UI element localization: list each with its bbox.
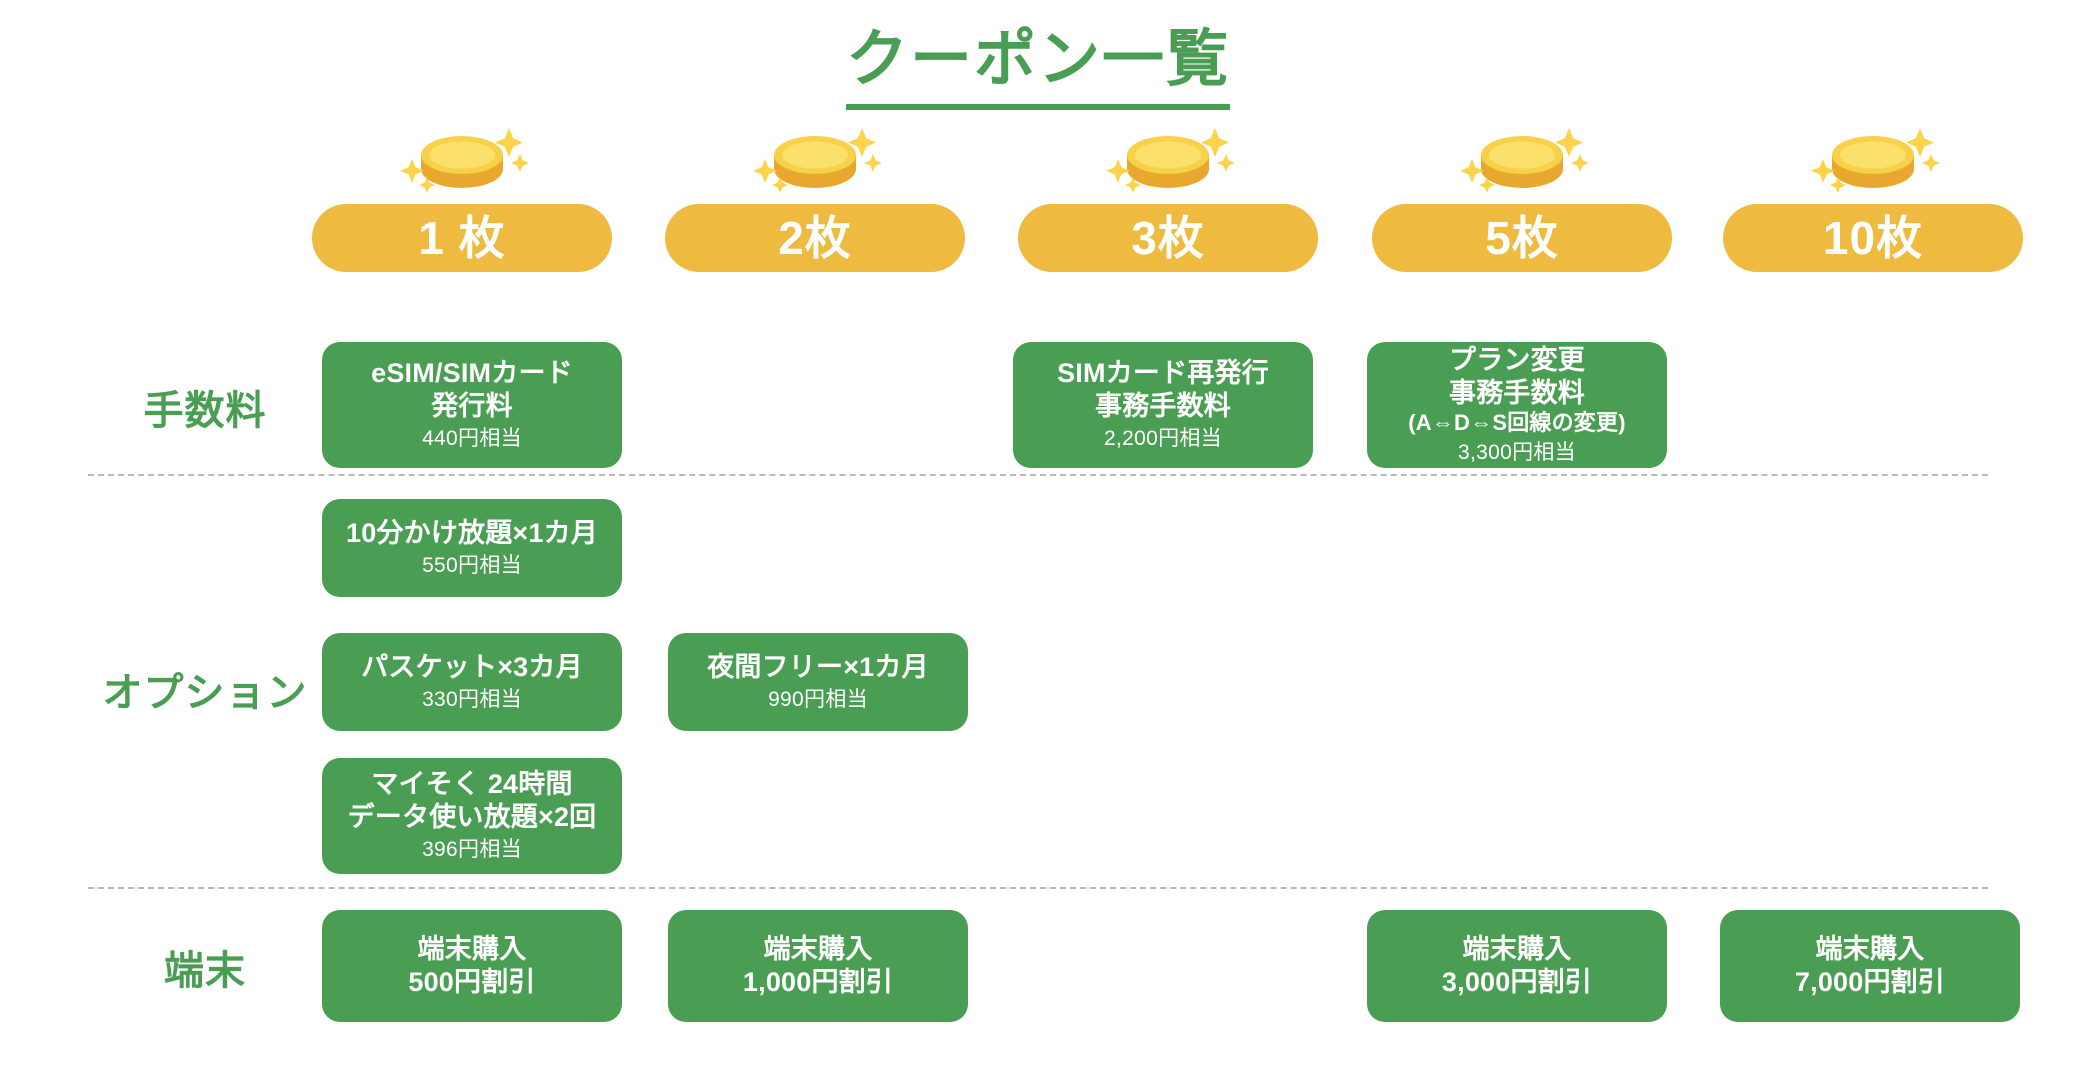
card-line: マイそく 24時間 bbox=[371, 769, 573, 800]
card-line: 事務手数料 bbox=[1095, 391, 1231, 422]
column-pill-1[interactable]: 1 枚 bbox=[312, 204, 612, 272]
card-note: 330円相当 bbox=[422, 687, 522, 711]
card-line: 端末購入 bbox=[417, 934, 527, 965]
card-line: 事務手数料 bbox=[1449, 377, 1585, 408]
card-option-1a[interactable]: 10分かけ放題×1カ月 550円相当 bbox=[322, 499, 622, 597]
card-line: 夜間フリー×1カ月 bbox=[707, 651, 929, 682]
card-line: パスケット×3カ月 bbox=[361, 651, 583, 682]
card-line: 端末購入 bbox=[1815, 934, 1925, 965]
card-note: 3,300円相当 bbox=[1458, 440, 1576, 464]
card-option-1b[interactable]: パスケット×3カ月 330円相当 bbox=[322, 633, 622, 731]
card-fee-1[interactable]: eSIM/SIMカード 発行料 440円相当 bbox=[322, 342, 622, 468]
card-line: プラン変更 bbox=[1449, 345, 1585, 376]
row-label-fee: 手数料 bbox=[143, 389, 267, 433]
card-note: 440円相当 bbox=[422, 427, 522, 451]
card-line: (A⇔D⇔S回線の変更) bbox=[1408, 409, 1626, 435]
gold-coin-icon bbox=[665, 122, 965, 198]
card-line: 端末購入 bbox=[763, 934, 873, 965]
card-device-10[interactable]: 端末購入 7,000円割引 bbox=[1720, 910, 2020, 1022]
row-label-device: 端末 bbox=[164, 949, 246, 993]
card-line: 10分かけ放題×1カ月 bbox=[345, 517, 598, 548]
card-line: 発行料 bbox=[431, 391, 513, 422]
card-note: 2,200円相当 bbox=[1104, 427, 1222, 451]
card-fee-5[interactable]: プラン変更 事務手数料 (A⇔D⇔S回線の変更) 3,300円相当 bbox=[1367, 342, 1667, 468]
card-line: 端末購入 bbox=[1462, 934, 1572, 965]
card-note: 550円相当 bbox=[422, 553, 522, 577]
page-title: クーポン一覧 bbox=[845, 25, 1230, 111]
card-line: 3,000円割引 bbox=[1441, 967, 1593, 997]
card-fee-3[interactable]: SIMカード再発行 事務手数料 2,200円相当 bbox=[1013, 342, 1313, 468]
card-line: eSIM/SIMカード bbox=[371, 358, 573, 389]
column-header-5: 5枚 bbox=[1372, 122, 1672, 272]
column-pill-3[interactable]: 3枚 bbox=[1018, 204, 1318, 272]
column-pill-5[interactable]: 5枚 bbox=[1372, 204, 1672, 272]
card-device-1[interactable]: 端末購入 500円割引 bbox=[322, 910, 622, 1022]
column-header-1: 1 枚 bbox=[312, 122, 612, 272]
column-header-3: 3枚 bbox=[1018, 122, 1318, 272]
card-device-2[interactable]: 端末購入 1,000円割引 bbox=[668, 910, 968, 1022]
card-option-1c[interactable]: マイそく 24時間 データ使い放題×2回 396円相当 bbox=[322, 758, 622, 874]
card-line: 7,000円割引 bbox=[1794, 967, 1946, 997]
row-label-option: オプション bbox=[102, 671, 308, 715]
card-note: 396円相当 bbox=[422, 838, 522, 862]
column-pill-10[interactable]: 10枚 bbox=[1723, 204, 2023, 272]
card-line: データ使い放題×2回 bbox=[347, 802, 597, 833]
row-divider-1 bbox=[88, 474, 1988, 476]
row-divider-2 bbox=[88, 887, 1988, 889]
column-header-10: 10枚 bbox=[1723, 122, 2023, 272]
card-line: SIMカード再発行 bbox=[1057, 358, 1269, 389]
column-pill-2[interactable]: 2枚 bbox=[665, 204, 965, 272]
column-header-2: 2枚 bbox=[665, 122, 965, 272]
card-line: 1,000円割引 bbox=[742, 967, 894, 997]
card-note: 990円相当 bbox=[768, 687, 868, 711]
gold-coin-icon bbox=[1723, 122, 2023, 198]
gold-coin-icon bbox=[1018, 122, 1318, 198]
card-option-2a[interactable]: 夜間フリー×1カ月 990円相当 bbox=[668, 633, 968, 731]
gold-coin-icon bbox=[312, 122, 612, 198]
card-device-5[interactable]: 端末購入 3,000円割引 bbox=[1367, 910, 1667, 1022]
card-line: 500円割引 bbox=[408, 967, 536, 997]
page-title-wrapper: クーポン一覧 bbox=[0, 25, 2076, 111]
gold-coin-icon bbox=[1372, 122, 1672, 198]
